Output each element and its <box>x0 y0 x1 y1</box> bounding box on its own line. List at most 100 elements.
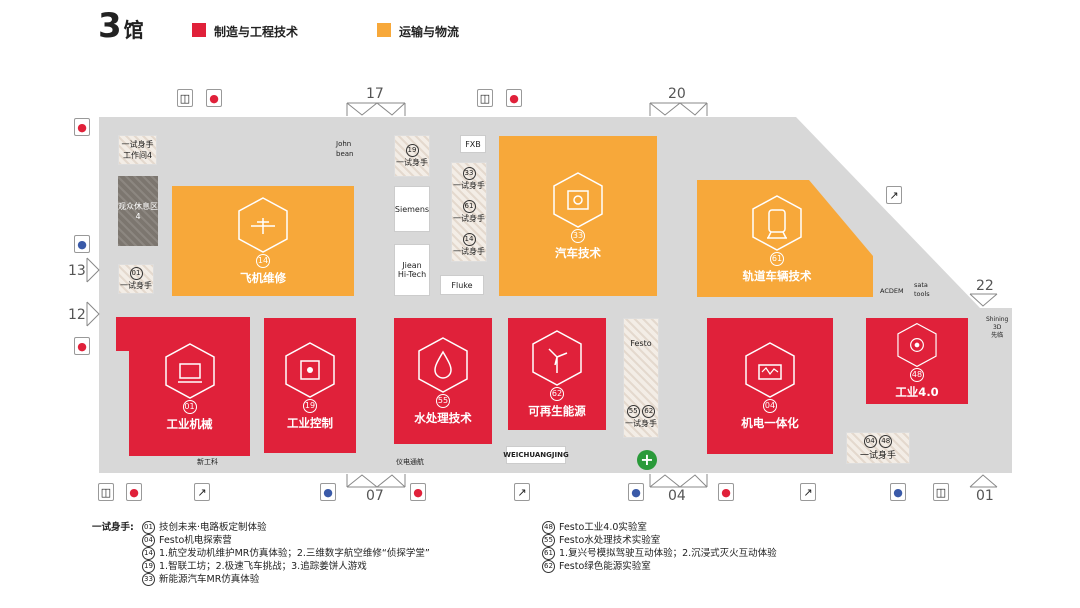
try-it-zone-19[interactable]: 19 一试身手 <box>394 135 430 177</box>
booth-number: 04 <box>763 399 777 413</box>
booth-number: 61 <box>770 252 784 266</box>
gear-head-icon <box>897 322 937 368</box>
zone-number: 33 <box>462 167 476 181</box>
try-it-zone-33-61-14[interactable]: 33 一试身手 61 一试身手 14 一试身手 <box>451 162 487 262</box>
festo-try-it-zone[interactable]: Festo 55 62 一试身手 <box>623 318 659 438</box>
family-restroom-icon: ● <box>506 89 522 107</box>
visitor-lounge-4[interactable]: 观众休息区4 <box>118 176 158 246</box>
booth-industry-40[interactable]: 48 工业4.0 <box>866 318 968 404</box>
gate-17: 17 <box>366 86 384 102</box>
train-icon <box>752 195 802 251</box>
try-it-workshop-4[interactable]: 一试身手 工作间4 <box>118 135 157 165</box>
legend-label-transport: 运输与物流 <box>399 25 460 39</box>
booth-number: 19 <box>303 398 317 413</box>
exhibitor-acdem[interactable]: ACDEM <box>880 287 904 295</box>
zone-number: 04 <box>863 435 877 448</box>
exhibitor-siemens[interactable]: Siemens <box>394 186 430 232</box>
zone-label: 一试身手 <box>859 451 896 461</box>
footer-title: 一试身手: <box>92 522 134 533</box>
booth-number: 14 <box>256 254 270 268</box>
booth-water-treatment[interactable]: 55 水处理技术 <box>394 318 492 444</box>
zone-label: 一试身手 <box>453 246 485 256</box>
zone-number: 19 <box>405 144 419 157</box>
female-restroom-icon: ● <box>126 483 142 501</box>
exhibitor-yidiantonghang[interactable]: 仪电通航 <box>396 458 424 466</box>
exhibitor-jiean-hitech[interactable]: Jiean Hi-Tech <box>394 244 430 296</box>
booth-rail-vehicle[interactable]: 61 轨道车辆技术 <box>697 180 857 298</box>
male-restroom-icon: ● <box>628 483 644 501</box>
machinery-icon <box>164 343 215 399</box>
exhibitor-fxb[interactable]: FXB <box>460 135 486 153</box>
booth-mechatronics[interactable]: 04 机电一体化 <box>707 318 833 454</box>
zone-number: 62 <box>642 405 656 418</box>
booth-number: 55 <box>436 394 450 408</box>
legend-swatch-manufacturing <box>192 23 206 37</box>
booth-number: 48 <box>910 368 924 382</box>
booth-name: 工业控制 <box>287 415 333 430</box>
zone-number: 48 <box>879 435 893 448</box>
try-it-zone-01[interactable]: 01 一试身手 <box>118 264 154 294</box>
try-it-zone-04-48[interactable]: 04 48 一试身手 <box>846 432 910 464</box>
booth-number: 62 <box>550 387 564 401</box>
zone-label: 一试身手 <box>453 213 485 223</box>
escalator-icon: ↗ <box>800 483 816 501</box>
accessible-restroom-icon: ◫ <box>177 89 193 107</box>
gate-12: 12 <box>68 307 86 323</box>
gate-13: 13 <box>68 263 86 279</box>
booth-name: 工业4.0 <box>895 385 939 399</box>
exhibitor-xingongke[interactable]: 新工科 <box>197 458 218 466</box>
booth-name: 飞机维修 <box>240 271 286 285</box>
booth-name: 机电一体化 <box>741 416 799 430</box>
first-aid-icon: + <box>637 450 657 470</box>
female-restroom-icon: ● <box>718 483 734 501</box>
zone-label: 一试身手 <box>625 419 657 428</box>
zone-label: 一试身手 <box>453 181 485 191</box>
escalator-icon: ↗ <box>194 483 210 501</box>
zone-number: 55 <box>626 405 640 418</box>
booth-industrial-machinery-shape <box>116 317 250 456</box>
escalator-icon: ↗ <box>514 483 530 501</box>
zone-number: 61 <box>462 199 476 213</box>
zone-number: 01 <box>129 267 143 280</box>
gate-04: 04 <box>668 488 686 504</box>
booth-number: 33 <box>571 229 585 243</box>
exhibitor-john-bean[interactable]: John bean <box>336 140 354 158</box>
escalator-icon: ↗ <box>886 186 902 204</box>
exhibitor-fluke[interactable]: Fluke <box>440 275 484 295</box>
exhibitor-weichuangjing[interactable]: WEICHUANGJING <box>503 446 569 464</box>
gate-22: 22 <box>976 278 994 294</box>
booth-renewable-energy[interactable]: 62 可再生能源 <box>508 318 606 430</box>
car-icon <box>553 172 603 228</box>
female-restroom-icon: ● <box>74 118 90 136</box>
male-restroom-icon: ● <box>320 483 336 501</box>
exhibitor-sata-tools[interactable]: sata tools <box>914 281 930 298</box>
accessible-restroom-icon: ◫ <box>477 89 493 107</box>
exhibitor-shining-3d[interactable]: Shining 3D 先临 <box>986 316 1009 339</box>
family-restroom-icon: ● <box>206 89 222 107</box>
zone-label: 一试身手 <box>396 158 428 167</box>
booth-industrial-machinery[interactable]: 01 工业机械 <box>129 317 250 457</box>
booth-name: 水处理技术 <box>414 411 472 425</box>
booth-name: 工业机械 <box>166 417 213 431</box>
wind-turbine-icon <box>532 330 582 386</box>
booth-aircraft-maintenance[interactable]: 14 飞机维修 <box>172 186 354 296</box>
legend-label-manufacturing: 制造与工程技术 <box>214 25 299 39</box>
legend-swatch-transport <box>377 23 391 37</box>
booth-name: 可再生能源 <box>528 404 586 418</box>
booth-automotive[interactable]: 33 汽车技术 <box>499 136 657 296</box>
zone-label: 一试身手 <box>120 281 152 290</box>
gate-20: 20 <box>668 86 686 102</box>
control-panel-icon <box>285 341 335 398</box>
gate-07: 07 <box>366 488 384 504</box>
booth-industrial-control[interactable]: 19 工业控制 <box>264 318 356 453</box>
